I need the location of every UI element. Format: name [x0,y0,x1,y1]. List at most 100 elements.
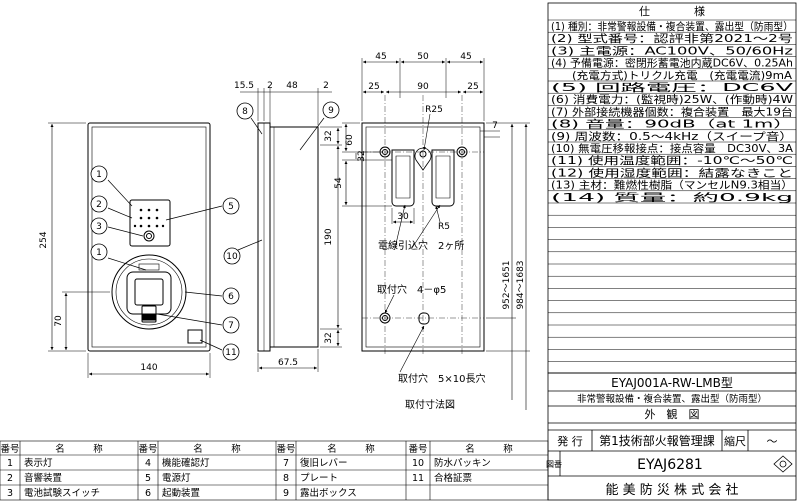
dim-front-70: 70 [54,315,64,327]
dim-rear-25b: 25 [467,82,478,92]
part-name: 電源灯 [162,473,191,484]
rear-view [342,58,530,410]
dim-side-2: 2 [267,81,273,91]
dim-front-height: 254 [39,231,49,248]
parts-header-no: 番号 [276,443,295,455]
dim-side-32-bottom: 32 [324,332,334,343]
parts-table [0,440,549,501]
drawing-number: EYAJ6281 [637,457,703,473]
dim-side-48: 48 [286,81,298,91]
dim-rear-32: 32 [357,150,367,161]
department: 第1技術部火報管理課 [599,433,715,448]
front-view [48,122,223,378]
dim-rear-90: 90 [417,82,429,92]
dim-side-190: 190 [324,228,334,245]
dim-rear-r25: R25 [425,105,443,115]
callout-1b: 1 [96,248,102,258]
part-number: 9 [283,488,289,499]
drawing-name: 外 観 図 [645,407,700,421]
callout-1: 1 [96,170,102,180]
callout-11: 11 [225,348,236,358]
callout-9: 9 [328,106,334,116]
part-name: 機能確認灯 [162,457,210,469]
callout-8: 8 [242,107,248,117]
parts-header-no: 番号 [0,443,19,455]
part-number: 11 [412,473,424,484]
callout-7: 7 [228,321,234,331]
speaker-grille [129,199,171,247]
revision-mark [773,455,793,473]
dim-rear-54: 54 [334,177,344,189]
side-box [269,126,319,348]
callout-2: 2 [96,200,102,210]
spec-row: (4) 予備電源：密閉形蓄電池内蔵DC6V、0.25Ah [551,57,793,70]
part-name: 電池試験スイッチ [24,487,100,499]
dim-side-2b: 2 [323,81,329,91]
label-mount-slot: 取付穴 5×10長穴 [398,372,485,385]
model-subtitle: 非常警報設備・複合装置、露出型（防雨型） [577,393,767,405]
part-name: 合格証票 [434,472,473,484]
part-number: 5 [145,473,151,484]
certificate-label [187,329,203,344]
side-view [237,88,342,372]
spec-row: (8) 音量：90dB（at 1m） [551,118,793,131]
spec-row: (11) 使用温度範囲：-10℃～50℃ [551,154,793,167]
part-name: 防水パッキン [434,457,491,469]
part-number: 10 [412,458,424,469]
dim-rear-50: 50 [417,52,429,62]
part-number: 6 [145,488,151,499]
dim-rear-952: 952～1651 [502,260,512,309]
part-name: 音響装置 [24,472,62,484]
parts-header-name: 名 称 [327,443,375,455]
spec-row: (13) 主材：難燃性樹脂（マンセルN9.3相当） [551,179,793,192]
spec-row: (12) 使用湿度範囲：結露なきこと [551,166,793,179]
callout-3: 3 [96,222,102,232]
parts-header-name: 名 称 [55,443,103,455]
spec-row: (14) 質量：約0.9kg [551,191,793,204]
dim-rear-60: 60 [345,134,355,146]
callout-10: 10 [226,252,238,262]
label-mount-view: 取付寸法図 [405,398,455,411]
drawing-no-label: 図番 [546,459,562,469]
dim-side-32-top: 32 [324,130,334,141]
label-mount-hole: 取付穴 4－φ5 [377,283,446,296]
callout-6: 6 [228,292,234,302]
part-name: 復旧レバー [300,457,348,469]
part-number: 4 [145,458,151,469]
spec-row: (3) 主電源：AC100V、50/60Hz [551,44,794,57]
parts-header-no: 番号 [138,443,157,455]
dim-rear-r5: R5 [438,222,450,232]
part-number: 7 [283,458,289,469]
part-name: 露出ボックス [300,487,357,499]
dim-rear-45b: 45 [460,52,471,62]
part-number: 2 [7,473,13,484]
model-name: EYAJ001A-RW-LMB型 [611,376,733,390]
front-callouts [90,165,240,361]
part-number: 1 [7,458,13,469]
wire-hole-left [391,149,415,207]
spec-row: (9) 周波数：0.5～4kHz（スイープ音） [551,130,793,143]
part-name: プレート [300,473,338,484]
front-housing [87,122,211,352]
part-number: 3 [7,488,13,499]
dim-rear-45a: 45 [375,52,386,62]
company-name: 能 美 防 災 株 式 会 社 [606,482,739,498]
dim-side-67-5: 67.5 [278,358,298,368]
scale-label: 縮尺 [724,434,746,448]
spec-row: (6) 消費電力：(監視時)25W、(作動時)4W [551,93,794,106]
spec-header: 仕 様 [639,4,705,18]
scale-value: ～ [767,435,778,448]
parts-header-name: 名 称 [465,443,513,455]
parts-header-name: 名 称 [193,443,241,455]
issue-label: 発 行 [557,434,583,448]
dim-side-15-5: 15.5 [234,81,254,91]
spec-row: (充電方式)トリクル充電 (充電電流)9mA [572,69,793,82]
label-wire-hole: 電線引込穴 2ヶ所 [378,239,464,252]
dim-rear-30: 30 [397,212,409,222]
dim-rear-984: 984～1683 [516,260,526,309]
callout-5: 5 [228,202,234,212]
part-number: 8 [283,473,289,484]
dim-rear-7: 7 [492,121,498,131]
spec-rows: (1) 種別：非常警報設備・複合装置、露出型（防雨型）(2) 型式番号：認評非第… [551,20,795,204]
